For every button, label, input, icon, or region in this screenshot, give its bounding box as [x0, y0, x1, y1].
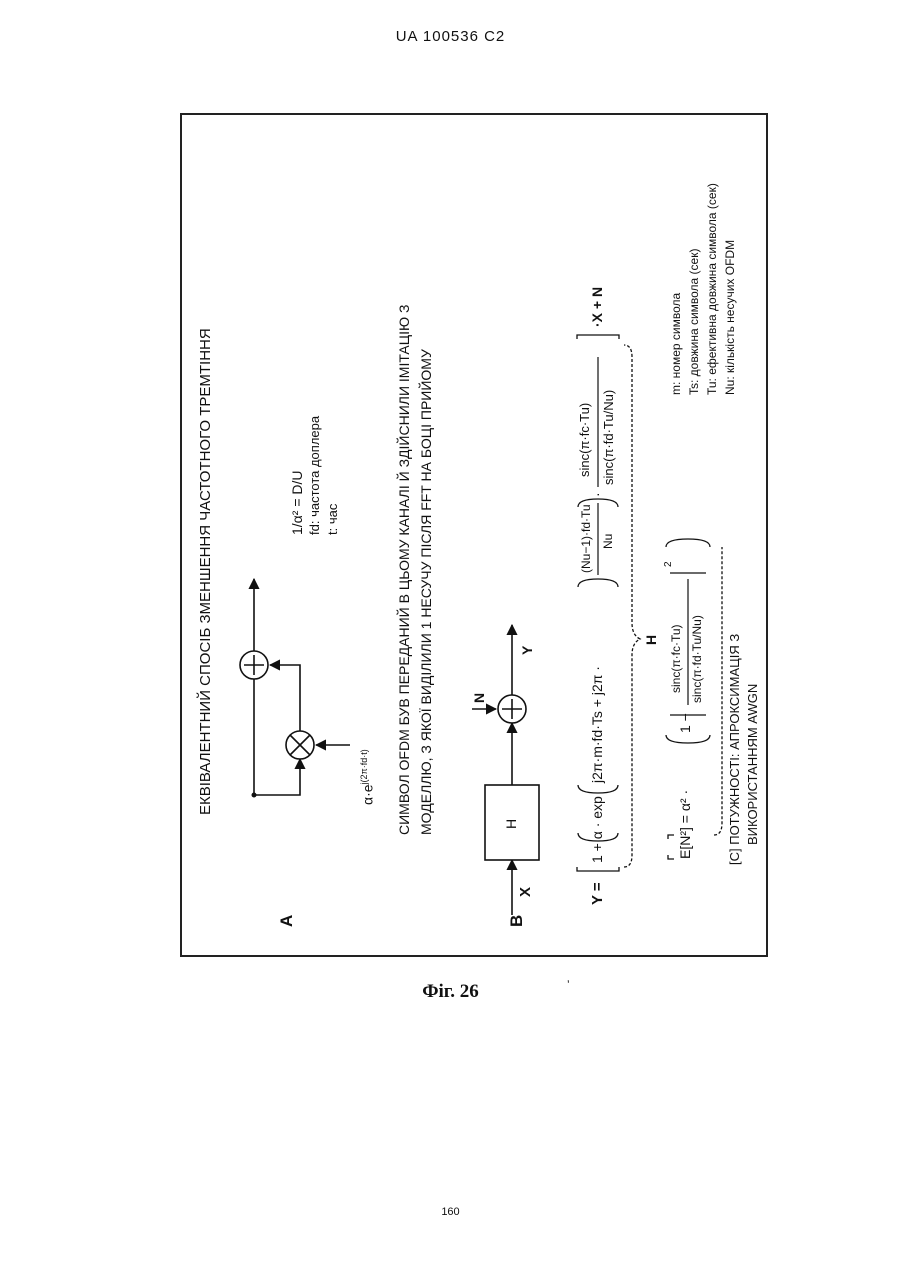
- eq-y-frac1-den: Nu: [602, 534, 615, 549]
- panel-a-diagram: [240, 579, 350, 798]
- legend-time: t: час: [326, 504, 340, 535]
- stray-mark: ʼ: [567, 978, 570, 992]
- figure-frame: ЕКВІВАЛЕНТНИЙ СПОСІБ ЗМЕНШЕННЯ ЧАСТОТНОГ…: [180, 113, 768, 957]
- eq-y-dot: ·: [590, 492, 605, 497]
- eq-y-tail: ·X + N: [590, 287, 605, 327]
- eq-n-lhs: E[N²] = α² ·: [678, 790, 693, 859]
- description-line-2: МОДЕЛЛЮ, З ЯКОЇ ВИДІЛИЛИ 1 НЕСУЧУ ПІСЛЯ …: [419, 349, 434, 835]
- figure-caption: Фіг. 26: [0, 981, 901, 1003]
- note-nu: Nu: кількість несучих OFDM: [724, 240, 737, 395]
- noise-n-label: N: [472, 693, 487, 703]
- legend-doppler: fd: частота доплера: [308, 416, 322, 535]
- eq-n-power: 2: [664, 561, 675, 567]
- eq-n-frac-num: sinc(π·fc·Tu): [670, 625, 683, 694]
- eq-n-frac-den: sinc(π·fd·Tu/Nu): [691, 615, 704, 703]
- output-y-label: Y: [520, 646, 535, 655]
- eq-y-frac2-num: sinc(π·fc·Tu): [578, 403, 592, 477]
- eq-y-lhs: Y =: [590, 882, 606, 905]
- page-number: 160: [0, 1206, 901, 1218]
- note-m: m: номер символа: [670, 293, 683, 395]
- legend-d-over-u: 1/α² = D/U: [290, 471, 305, 536]
- eq-y-term2: j2π·m·fd·Ts + j2π ·: [590, 666, 605, 783]
- power-note-line-1: [C] ПОТУЖНОСТІ: АПРОКСИМАЦІЯ З: [728, 634, 742, 865]
- panel-b-label: B: [508, 915, 526, 927]
- patent-number-header: UA 100536 C2: [0, 28, 901, 45]
- channel-block-label: H: [504, 819, 519, 829]
- multiplier-label: α·ej(2π·fd·t): [360, 749, 375, 805]
- input-x-label: X: [518, 887, 534, 897]
- note-tu: Tu: ефективна довжина символа (сек): [706, 183, 719, 395]
- description-line-1: СИМВОЛ OFDM БУВ ПЕРЕДАНИЙ В ЦЬОМУ КАНАЛІ…: [397, 304, 412, 835]
- power-note-line-2: ВИКОРИСТАННЯМ AWGN: [746, 684, 760, 845]
- note-ts: Ts: довжина символа (сек): [688, 249, 701, 395]
- eq-y-brace-label: H: [644, 635, 659, 645]
- panel-b-diagram: [472, 625, 539, 915]
- rotated-figure-content: ЕКВІВАЛЕНТНИЙ СПОСІБ ЗМЕНШЕННЯ ЧАСТОТНОГ…: [182, 115, 766, 955]
- equation-decorations: [577, 335, 722, 871]
- eq-n-one-minus: 1 −: [678, 713, 693, 733]
- eq-y-frac1-num: (Nu−1)·fd·Tu: [580, 504, 593, 573]
- eq-y-frac2-den: sinc(π·fd·Tu/Nu): [602, 390, 616, 485]
- eq-y-term1: 1 + α · exp: [590, 796, 605, 863]
